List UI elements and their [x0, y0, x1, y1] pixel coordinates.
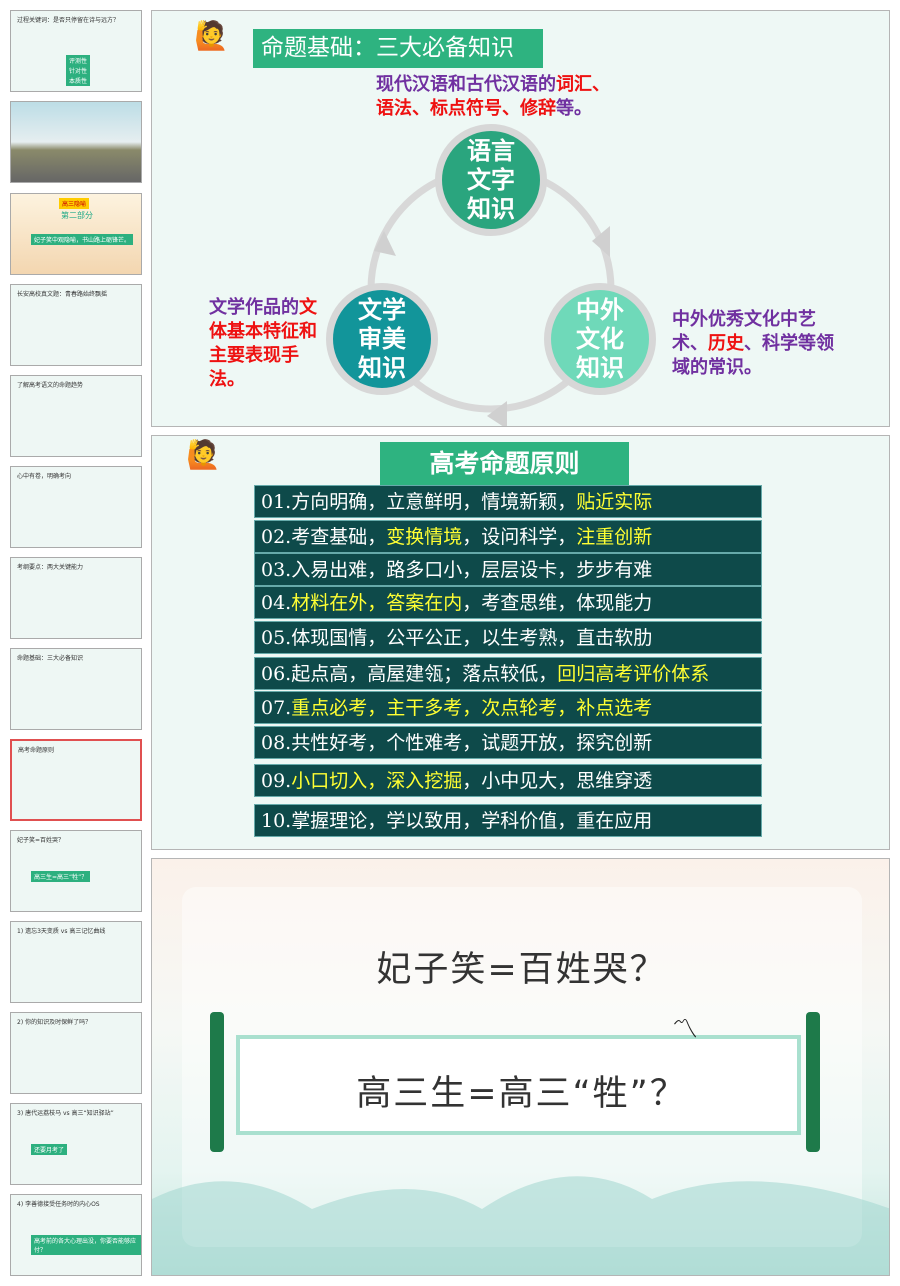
- row-text: 03.入易出难，路多口小，层层设卡，步步有难: [261, 559, 653, 581]
- slide-thumbnail-1[interactable]: 过程关键词：是否只停留在诗与远方？ 评测性针对性本质性: [10, 10, 142, 92]
- row-text: 07.: [261, 697, 292, 719]
- slide-thumbnail-13[interactable]: 3) 唐代运荔枝马 vs 高三“知识驿站” 还要月考了: [10, 1103, 142, 1185]
- highlight-text: 回归高考评价体系: [557, 663, 710, 685]
- slide-thumbnail-11[interactable]: 1) 遗忘3天变质 vs 高三记忆曲线: [10, 921, 142, 1003]
- thumbnail-title: 长安高校真文题：青春路始终飘摇: [17, 291, 108, 298]
- principle-row: 07.重点必考，主干多考，次点轮考，补点选考: [254, 691, 762, 724]
- slide-thumbnail-6[interactable]: 心中有卷，明确考向: [10, 466, 142, 548]
- thumbnail-tag: 高三隐喻: [59, 198, 90, 209]
- highlight-text: 材料在外，答案在内: [291, 592, 463, 614]
- thumbnail-title: 过程关键词：是否只停留在诗与远方？: [17, 17, 120, 24]
- thumbnail-subtitle: 高三生=高三“牲”？: [31, 871, 91, 882]
- thumbnail-title: 3) 唐代运荔枝马 vs 高三“知识驿站”: [17, 1110, 114, 1117]
- thumbnail-title: 4) 李善德接受任务时的内心OS: [17, 1201, 100, 1208]
- row-text: 05.体现国情，公平公正，以生考熟，直击软肋: [261, 627, 653, 649]
- thumbnail-title: 命题基础：三大必备知识: [17, 655, 84, 662]
- arrow-icon: [487, 401, 507, 426]
- slide-thumbnail-10[interactable]: 妃子笑=百姓哭？ 高三生=高三“牲”？: [10, 830, 142, 912]
- row-text: ，小中见大，思维穿透: [462, 770, 653, 792]
- highlight-text: 小口切入，深入挖掘: [291, 770, 463, 792]
- thumbnail-title: 考纲要点：两大关键能力: [17, 564, 84, 571]
- thumbnail-title: 了解高考语文的命题趋势: [17, 382, 84, 389]
- row-text: 01.方向明确，立意鲜明，情境新颖，: [261, 491, 577, 513]
- scroll-rod-left: [210, 1012, 224, 1152]
- scroll-rod-right: [806, 1012, 820, 1152]
- thumbnail-subtitle: 还要月考了: [31, 1144, 68, 1155]
- arrow-icon: [592, 226, 610, 257]
- row-text: 02.考查基础，: [261, 526, 387, 548]
- circle-literary-knowledge: 文学 审美 知识: [326, 283, 438, 395]
- slide-thumbnail-8[interactable]: 命题基础：三大必备知识: [10, 648, 142, 730]
- slide-knowledge: 🙋 命题基础：三大必备知识 现代汉语和古代汉语的词汇、语法、标点符号、修辞等。 …: [151, 10, 890, 427]
- highlight-text: 变换情境: [386, 526, 463, 548]
- slide-thumbnail-5[interactable]: 了解高考语文的命题趋势: [10, 375, 142, 457]
- mountains: [152, 1176, 889, 1275]
- highlight-text: 贴近实际: [576, 491, 653, 513]
- row-text: 10.掌握理论，学以致用，学科价值，重在应用: [261, 810, 653, 832]
- slide-title: 高考命题原则: [380, 442, 629, 485]
- principle-row: 09.小口切入，深入挖掘，小中见大，思维穿透: [254, 764, 762, 797]
- thumbnail-subtitle: 高考前的各大心理出没，你要否能够应付？: [31, 1235, 141, 1255]
- slide-thumbnail-14[interactable]: 4) 李善德接受任务时的内心OS 高考前的各大心理出没，你要否能够应付？: [10, 1194, 142, 1276]
- highlight-text: 重点必考，主干多考，次点轮考，补点选考: [291, 697, 653, 719]
- thumbnail-title: 第二部分: [61, 211, 93, 220]
- principle-row: 05.体现国情，公平公正，以生考熟，直击软肋: [254, 621, 762, 654]
- slide-thumbnail-9[interactable]: 高考命题原则: [10, 739, 142, 821]
- slide-title: 命题基础：三大必备知识: [253, 29, 543, 68]
- row-text: ，考查思维，体现能力: [462, 592, 653, 614]
- swallow-icon: 〽: [672, 1015, 699, 1045]
- row-text: 08.共性好考，个性难考，试题开放，探究创新: [261, 732, 653, 754]
- thumbnail-title: 妃子笑=百姓哭？: [17, 837, 65, 844]
- slide-metaphor: 妃子笑=百姓哭？ 〽 高三生=高三“牲”？: [151, 858, 890, 1276]
- line-one: 妃子笑=百姓哭？: [376, 950, 667, 990]
- slide-thumbnail-2[interactable]: road-landscape: [10, 101, 142, 183]
- row-text: 04.: [261, 592, 292, 614]
- top-note: 现代汉语和古代汉语的词汇、语法、标点符号、修辞等。: [376, 74, 610, 119]
- thumbnail-subtitle: 妃子笑中观隐喻，书山路上砺锋芒。: [31, 234, 134, 245]
- principle-row: 04.材料在外，答案在内，考查思维，体现能力: [254, 586, 762, 619]
- principle-row: 02.考查基础，变换情境，设问科学，注重创新: [254, 520, 762, 553]
- slide-thumbnail-7[interactable]: 考纲要点：两大关键能力: [10, 557, 142, 639]
- left-note: 文学作品的文体基本特征和主要表现手法。: [209, 297, 317, 390]
- circle-culture-knowledge: 中外 文化 知识: [544, 283, 656, 395]
- slide-thumbnail-3[interactable]: 第二部分妃子笑中观隐喻，书山路上砺锋芒。 高三隐喻: [10, 193, 142, 275]
- thumbnail-badge: 针对性: [66, 65, 91, 76]
- thumbnail-badge: 评测性: [66, 55, 91, 66]
- slide-thumbnail-12[interactable]: 2) 你的知识及时保鲜了吗？: [10, 1012, 142, 1094]
- principle-row: 10.掌握理论，学以致用，学科价值，重在应用: [254, 804, 762, 837]
- slide-thumbnail-4[interactable]: 长安高校真文题：青春路始终飘摇: [10, 284, 142, 366]
- people-illustration-icon: 🙋: [194, 19, 229, 52]
- line-two: 高三生=高三“牲”？: [356, 1074, 687, 1114]
- principle-row: 03.入易出难，路多口小，层层设卡，步步有难: [254, 553, 762, 586]
- principle-row: 06.起点高，高屋建瓴；落点较低，回归高考评价体系: [254, 657, 762, 690]
- thumbnail-title: 2) 你的知识及时保鲜了吗？: [17, 1019, 92, 1026]
- people-illustration-icon: 🙋: [186, 438, 221, 471]
- row-text: ，设问科学，: [462, 526, 577, 548]
- highlight-text: 注重创新: [576, 526, 653, 548]
- thumbnail-title: 高考命题原则: [18, 747, 55, 754]
- thumbnail-title: 1) 遗忘3天变质 vs 高三记忆曲线: [17, 928, 106, 935]
- thumbnail-title: 心中有卷，明确考向: [17, 473, 72, 480]
- scroll-paper: [236, 1035, 801, 1135]
- arrow-icon: [374, 231, 396, 256]
- right-note: 中外优秀文化中艺术、历史、科学等领域的常识。: [672, 309, 834, 378]
- circle-language-knowledge: 语言 文字 知识: [435, 124, 547, 236]
- principle-row: 08.共性好考，个性难考，试题开放，探究创新: [254, 726, 762, 759]
- principle-row: 01.方向明确，立意鲜明，情境新颖，贴近实际: [254, 485, 762, 518]
- row-text: 09.: [261, 770, 292, 792]
- row-text: 06.起点高，高屋建瓴；落点较低，: [261, 663, 558, 685]
- thumbnail-badge: 本质性: [66, 75, 91, 86]
